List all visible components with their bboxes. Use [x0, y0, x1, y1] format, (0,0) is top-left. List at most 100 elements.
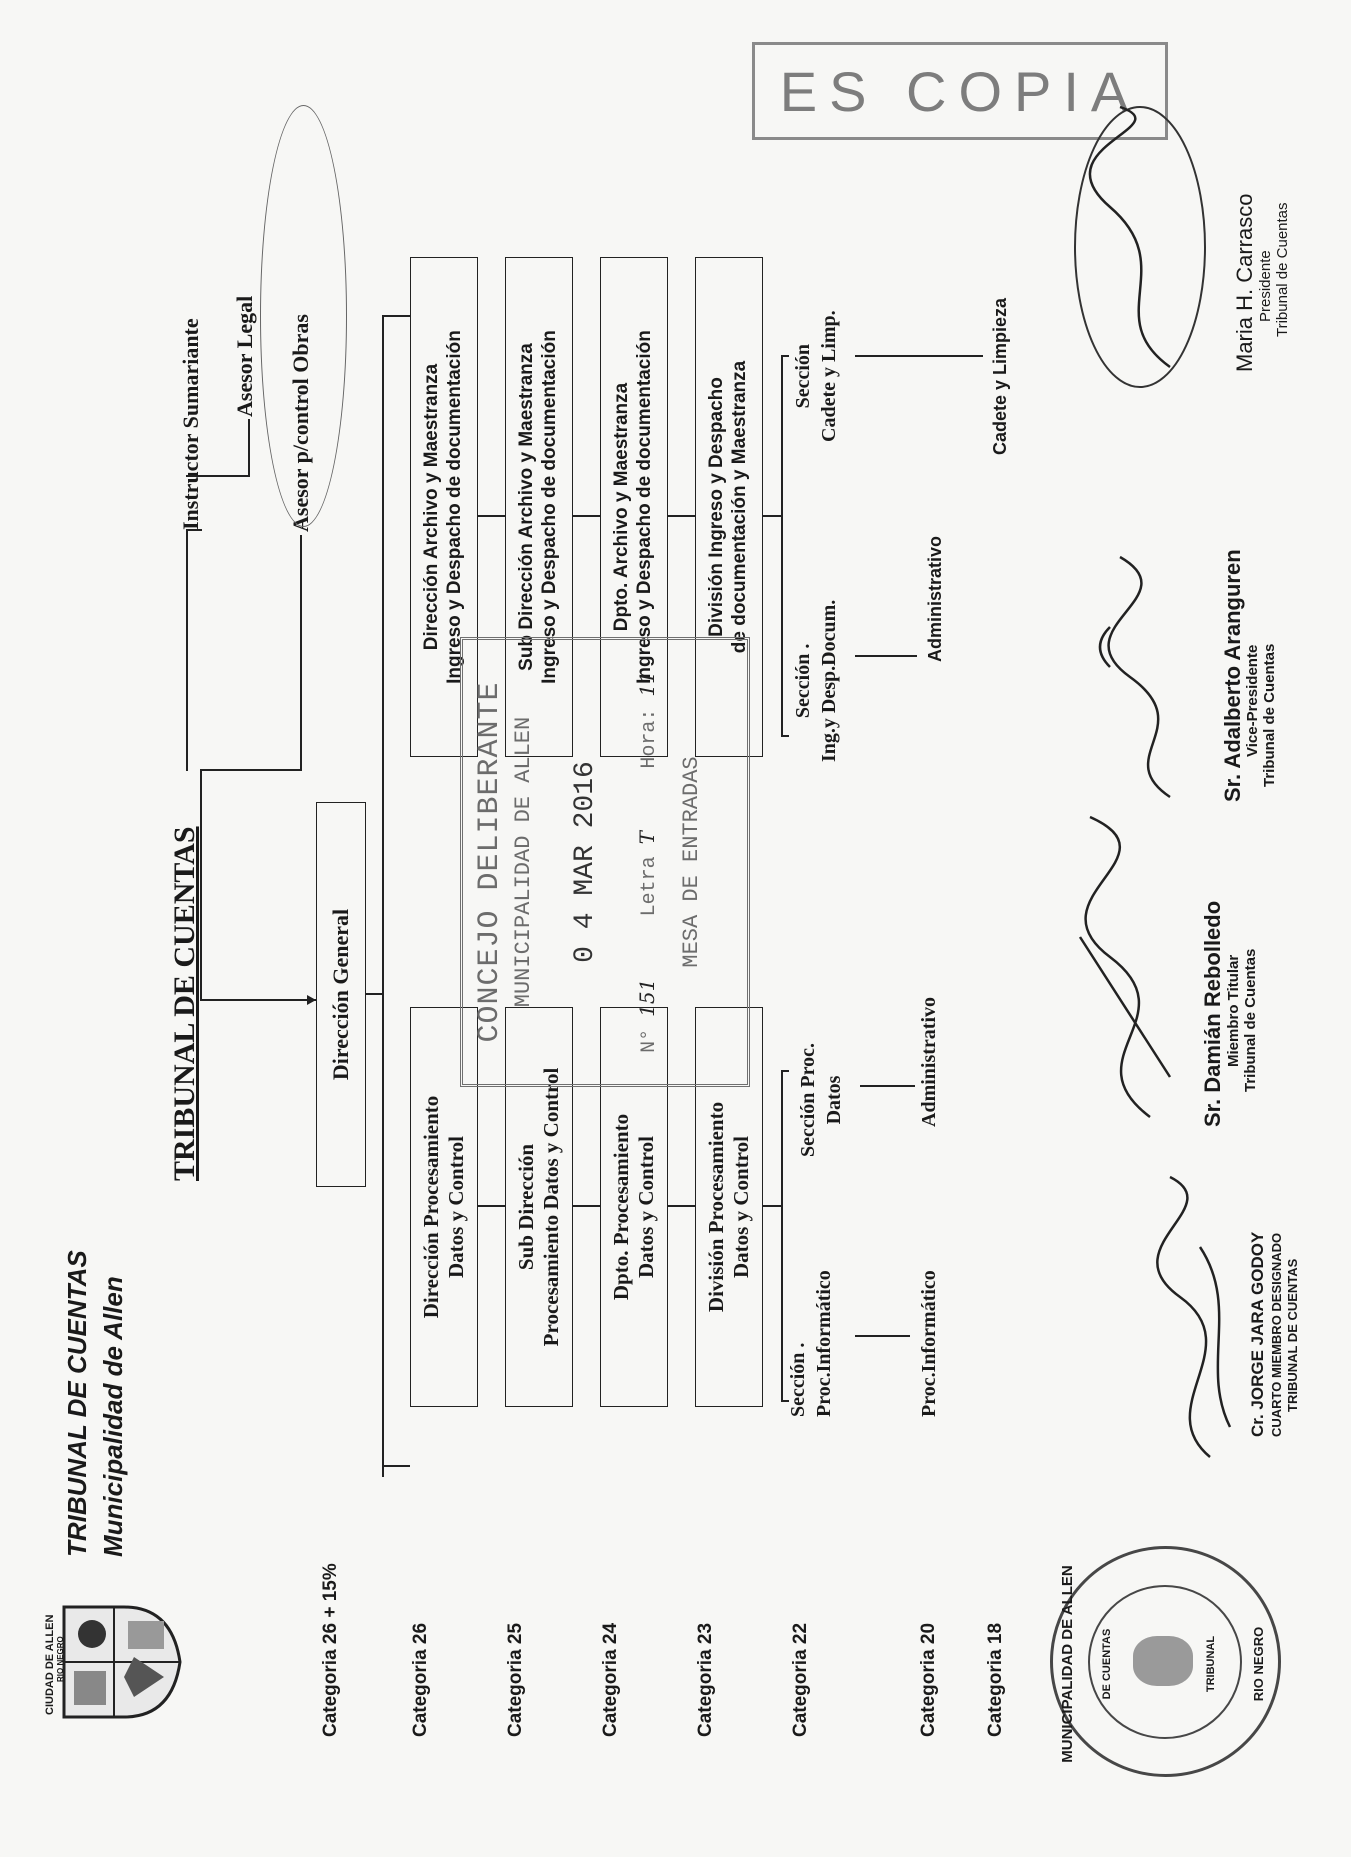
right-section-desp-l2: Ing.y Desp.Docum.: [818, 599, 840, 762]
category-26-15: Categoria 26 + 15%: [320, 1563, 341, 1737]
conn-left-chain-3: [668, 1205, 695, 1207]
left-box-subdir-l1: Sub Dirección: [513, 1143, 538, 1271]
left-section-informatico-l1: Sección .: [787, 1342, 809, 1417]
conn-left-sections: [781, 1072, 783, 1402]
logo-subtext: RIO NEGRO: [56, 1636, 65, 1682]
sig-rebolledo-role1: Miembro Titular: [1225, 954, 1242, 1067]
conn-to-legal: [248, 419, 250, 477]
direccion-general-box: Dirección General: [316, 802, 366, 1187]
sig-rebolledo-role2: Tribunal de Cuentas: [1242, 948, 1259, 1092]
conn-title-to-dirgen: [200, 999, 316, 1001]
conn-dirgen-main: [382, 317, 384, 1477]
conn-left-sec-b: [781, 1070, 789, 1072]
advisor-instructor: Instructor Sumariante: [178, 318, 203, 530]
conn-right-chain-4: [763, 515, 781, 517]
left-box-dir-l1: Dirección Procesamiento: [418, 1095, 443, 1319]
sig-godoy-role2: TRIBUNAL DE CUENTAS: [1285, 1258, 1300, 1412]
arrow-to-dirgen: [307, 995, 316, 1005]
conn-title-to-advisors: [200, 771, 202, 1001]
left-box-dpto-l1: Dpto. Procesamiento: [608, 1113, 633, 1301]
conn-left-chain-2: [573, 1205, 600, 1207]
category-23: Categoria 23: [695, 1622, 716, 1737]
right-box-dir-l2: Ingreso y Despacho de documentación: [444, 330, 465, 684]
sig-godoy-role1: CUARTO MIEMBRO DESIGNADO: [1269, 1232, 1284, 1437]
conn-right-drop: [382, 315, 410, 317]
sig-carrasco-role2: Tribunal de Cuentas: [1274, 202, 1291, 337]
stamp-no-label: N°: [638, 1028, 661, 1053]
seal-inner-top: DE CUENTAS: [1101, 1628, 1113, 1700]
sig-aranguren-role1: Vice-Presidente: [1244, 644, 1261, 757]
seal-region: RIO NEGRO: [1251, 1626, 1266, 1702]
sig-rebolledo-name: Sr. Damián Rebolledo: [1200, 900, 1225, 1127]
chart-title: TRIBUNAL DE CUENTAS: [168, 826, 201, 1181]
conn-legal-drop: [186, 475, 248, 477]
signature-carrasco: Maria H. Carrasco Presidente Tribunal de…: [1060, 77, 1300, 407]
conn-right-cadete-down: [855, 355, 983, 357]
right-box-div-l1: División Ingreso y Despacho: [706, 377, 728, 637]
stamp-letra-value: T: [635, 830, 659, 845]
right-box-dpto-l1: Dpto. Archivo y Maestranza: [611, 382, 633, 632]
conn-left-datos-down: [860, 1085, 915, 1087]
advisor-obras-circle: [260, 105, 347, 527]
left-section-informatico: Sección . Proc.Informático: [785, 1270, 837, 1417]
right-box-dir-l1: Dirección Archivo y Maestranza: [421, 363, 443, 651]
direccion-general-label: Dirección General: [327, 908, 353, 1081]
signature-carrasco-scribble: [1074, 105, 1206, 388]
seal-emblem-icon: [1133, 1636, 1193, 1686]
stamp-fields: N° 151 Letra T Hora: 11: [635, 640, 661, 1084]
conn-right-chain-2: [573, 515, 600, 517]
left-section-datos-l1: Sección Proc.: [797, 1042, 819, 1157]
stamp-date: 0 4 MAR 2016: [570, 761, 601, 963]
category-26: Categoria 26: [410, 1622, 431, 1737]
signature-godoy-scribble: [1156, 1175, 1232, 1458]
right-box-dpto-l2: Ingreso y Despacho de documentación: [634, 330, 655, 684]
left-section-datos: Sección Proc. Datos: [795, 1043, 847, 1157]
conn-left-chain-4: [763, 1205, 781, 1207]
stamp-hora-value: 11: [635, 671, 659, 697]
right-box-div-l2: de documentación y Maestranza: [729, 360, 750, 654]
advisor-legal: Asesor Legal: [232, 295, 257, 417]
right-cat18-cadete: Cadete y Limpieza: [990, 297, 1010, 455]
official-seal: MUNICIPALIDAD DE ALLEN DE CUENTAS TRIBUN…: [1050, 1546, 1281, 1777]
left-box-subdir-l2: Procesamiento Datos y Control: [539, 1067, 563, 1347]
left-cat20-informatico: Proc.Informático: [918, 1270, 940, 1417]
stamp-hora: Hora: 11: [635, 671, 661, 768]
category-24: Categoria 24: [600, 1622, 621, 1737]
sig-carrasco-role1: Presidente: [1257, 250, 1274, 322]
stamp-footer: MESA DE ENTRADAS: [679, 756, 704, 968]
conn-left-sec-a: [781, 1400, 789, 1402]
conn-dirgen-down: [366, 993, 382, 995]
stamp-no-value: 151: [635, 978, 659, 1017]
sig-aranguren-role2: Tribunal de Cuentas: [1261, 643, 1278, 787]
right-box-subdir-l2: Ingreso y Despacho de documentación: [539, 330, 560, 684]
logo-text: CIUDAD DE ALLEN: [44, 1614, 56, 1715]
es-copia-stamp: ES COPIA: [752, 42, 1168, 140]
stamp-letra-label: Letra: [638, 856, 661, 917]
right-section-cadete-l1: Sección: [792, 343, 814, 409]
category-18: Categoria 18: [985, 1622, 1006, 1737]
reception-stamp: CONCEJO DELIBERANTE MUNICIPALIDAD DE ALL…: [460, 637, 750, 1087]
left-cat20-administrativo: Administrativo: [918, 997, 940, 1127]
right-box-subdir-l1: Sub Dirección Archivo y Maestranza: [516, 343, 538, 671]
right-section-desp-l1: Sección .: [792, 643, 814, 719]
right-section-cadete: Sección Cadete y Limp.: [790, 310, 842, 442]
conn-left-drop: [382, 1465, 410, 1467]
conn-right-chain-3: [668, 515, 695, 517]
right-section-desp: Sección . Ing.y Desp.Docum.: [790, 600, 842, 762]
municipal-logo: CIUDAD DE ALLEN RIO NEGRO: [44, 1587, 184, 1737]
stamp-letra: Letra T: [635, 831, 661, 916]
conn-right-sec-a: [781, 735, 789, 737]
org-title: TRIBUNAL DE CUENTAS: [62, 1250, 92, 1557]
es-copia-text: ES COPIA: [779, 59, 1141, 123]
conn-to-instructor: [186, 531, 188, 771]
stamp-no: N° 151: [635, 979, 661, 1053]
conn-left-chain-1: [478, 1205, 505, 1207]
left-section-datos-l2: Datos: [823, 1075, 845, 1125]
conn-to-obras: [300, 535, 302, 771]
signature-aranguren-scribble: [1098, 555, 1171, 799]
left-section-informatico-l2: Proc.Informático: [813, 1270, 835, 1417]
stamp-hora-label: Hora:: [638, 708, 661, 769]
org-subtitle: Municipalidad de Allen: [98, 1276, 128, 1557]
right-cat20-administrativo: Administrativo: [925, 535, 945, 662]
